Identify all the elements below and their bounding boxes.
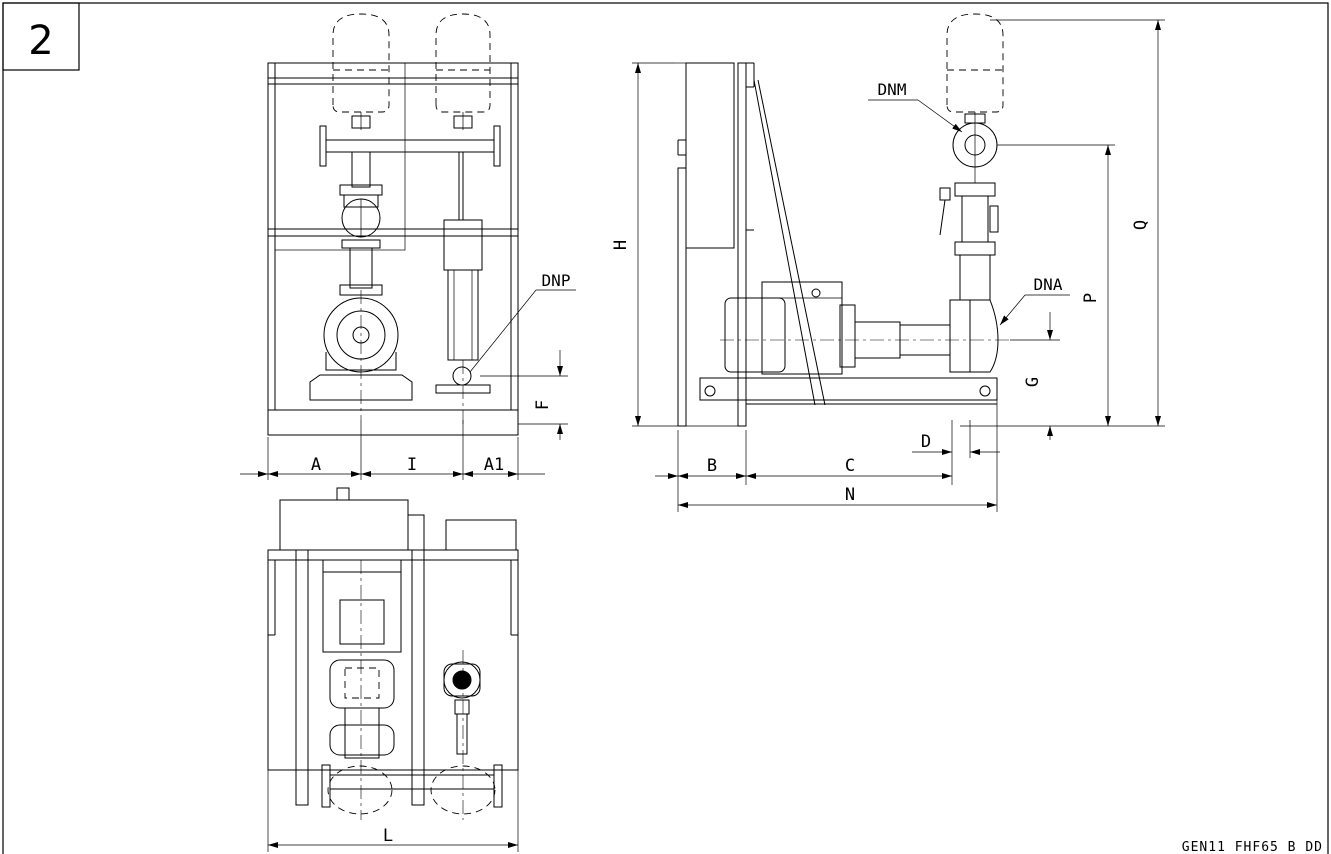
top-view — [267, 487, 519, 820]
label-dnp: DNP — [542, 271, 571, 290]
dim-label-c: C — [845, 456, 855, 476]
label-dna: DNA — [1034, 275, 1063, 294]
sheet-number: 2 — [28, 18, 53, 64]
label-dnm: DNM — [878, 80, 907, 99]
dim-label-a1: A1 — [484, 455, 504, 475]
dim-label-l: L — [383, 826, 393, 846]
top-view-dimensions: L — [267, 770, 519, 852]
sheet-number-box: 2 — [2, 2, 80, 71]
drawing-code: GEN11 FHF65 B DD — [1182, 840, 1323, 854]
side-view-dimensions: H B C N D G P Q DNM DNA — [611, 19, 1165, 512]
front-view — [267, 13, 519, 436]
dim-label-a: A — [311, 455, 321, 475]
dim-label-q: Q — [1131, 220, 1151, 230]
dim-label-n: N — [845, 485, 855, 505]
dim-label-b: B — [707, 456, 717, 476]
pressure-tank-2 — [435, 13, 491, 130]
dim-label-g: G — [1023, 377, 1043, 387]
side-view — [677, 13, 1010, 427]
dim-label-p: P — [1081, 293, 1101, 303]
dim-label-d: D — [921, 432, 931, 452]
dim-label-i: I — [407, 455, 417, 475]
dim-label-f: F — [533, 400, 553, 410]
pressure-tank-1 — [332, 13, 390, 130]
front-view-dimensions: A I A1 F DNP — [240, 271, 576, 480]
dim-label-h: H — [611, 240, 631, 250]
